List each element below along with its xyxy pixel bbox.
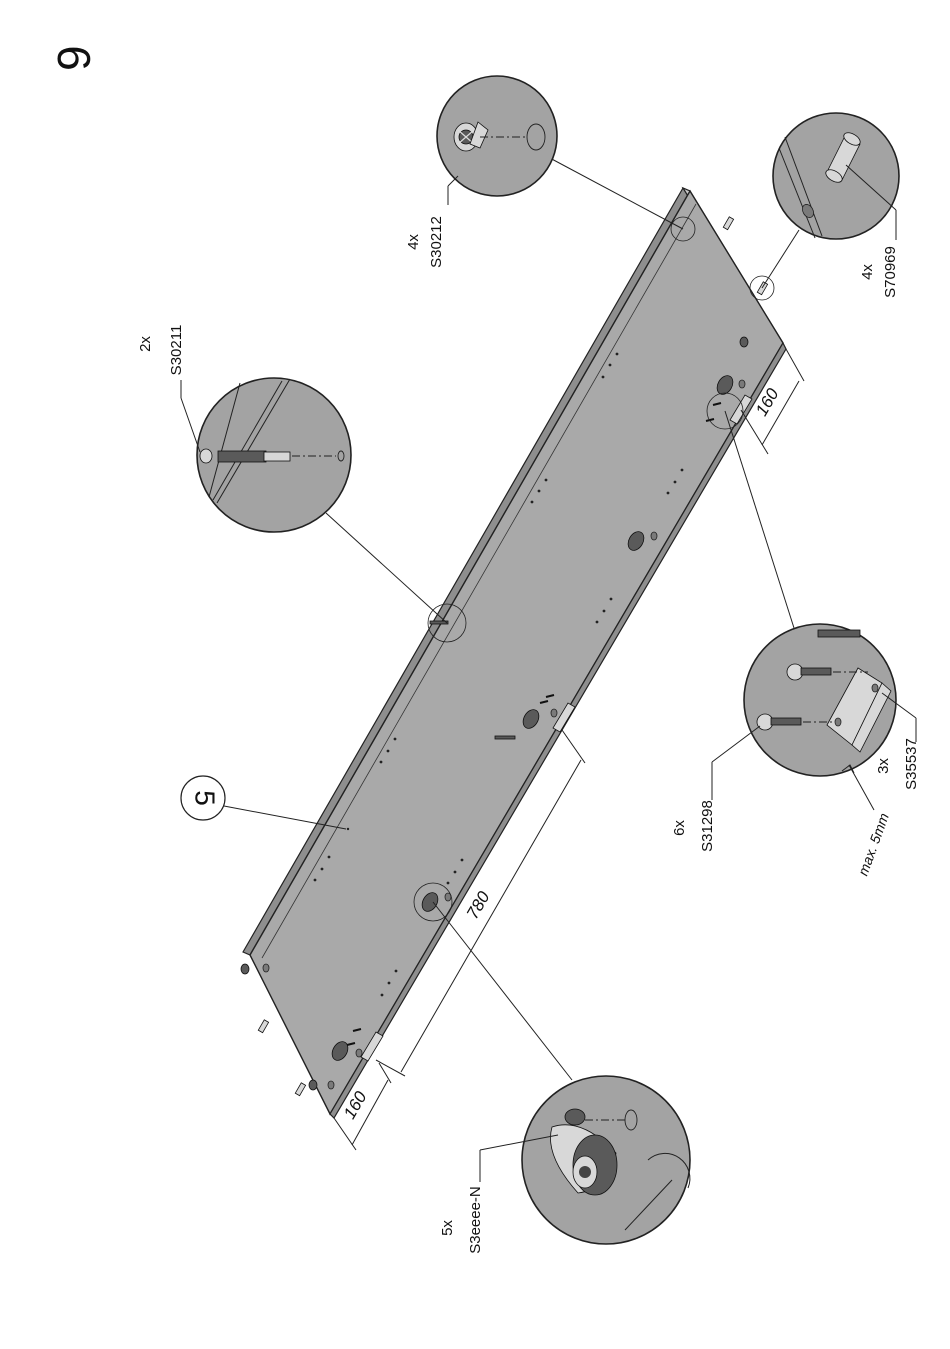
svg-text:4x: 4x (859, 264, 876, 280)
zoom-cam-dowel: 2x S30211 (137, 325, 447, 623)
svg-text:S30211: S30211 (168, 325, 185, 376)
zoom-cam-lock-bottom: 5x S3eeee-N (433, 902, 690, 1254)
zoom-wood-dowel: 4x S70969 (762, 113, 899, 298)
svg-text:max. 5mm: max. 5mm (855, 811, 892, 878)
svg-text:6x: 6x (671, 820, 688, 836)
svg-text:3x: 3x (875, 758, 892, 774)
svg-text:780: 780 (463, 888, 494, 923)
step-number: 6 (48, 45, 100, 71)
svg-text:2x: 2x (137, 336, 154, 352)
zoom-cam-lock-top: 4x S30212 (405, 76, 683, 268)
svg-text:4x: 4x (405, 234, 422, 250)
panel-face (250, 191, 783, 1114)
panel-5 (241, 188, 786, 1118)
panel-number: 5 (190, 790, 221, 806)
svg-text:5x: 5x (439, 1220, 456, 1236)
svg-text:S30212: S30212 (428, 216, 445, 268)
svg-text:S3eeee-N: S3eeee-N (467, 1186, 484, 1254)
svg-text:S70969: S70969 (882, 246, 899, 298)
svg-text:S35537: S35537 (903, 738, 920, 790)
svg-text:S31298: S31298 (699, 800, 716, 852)
